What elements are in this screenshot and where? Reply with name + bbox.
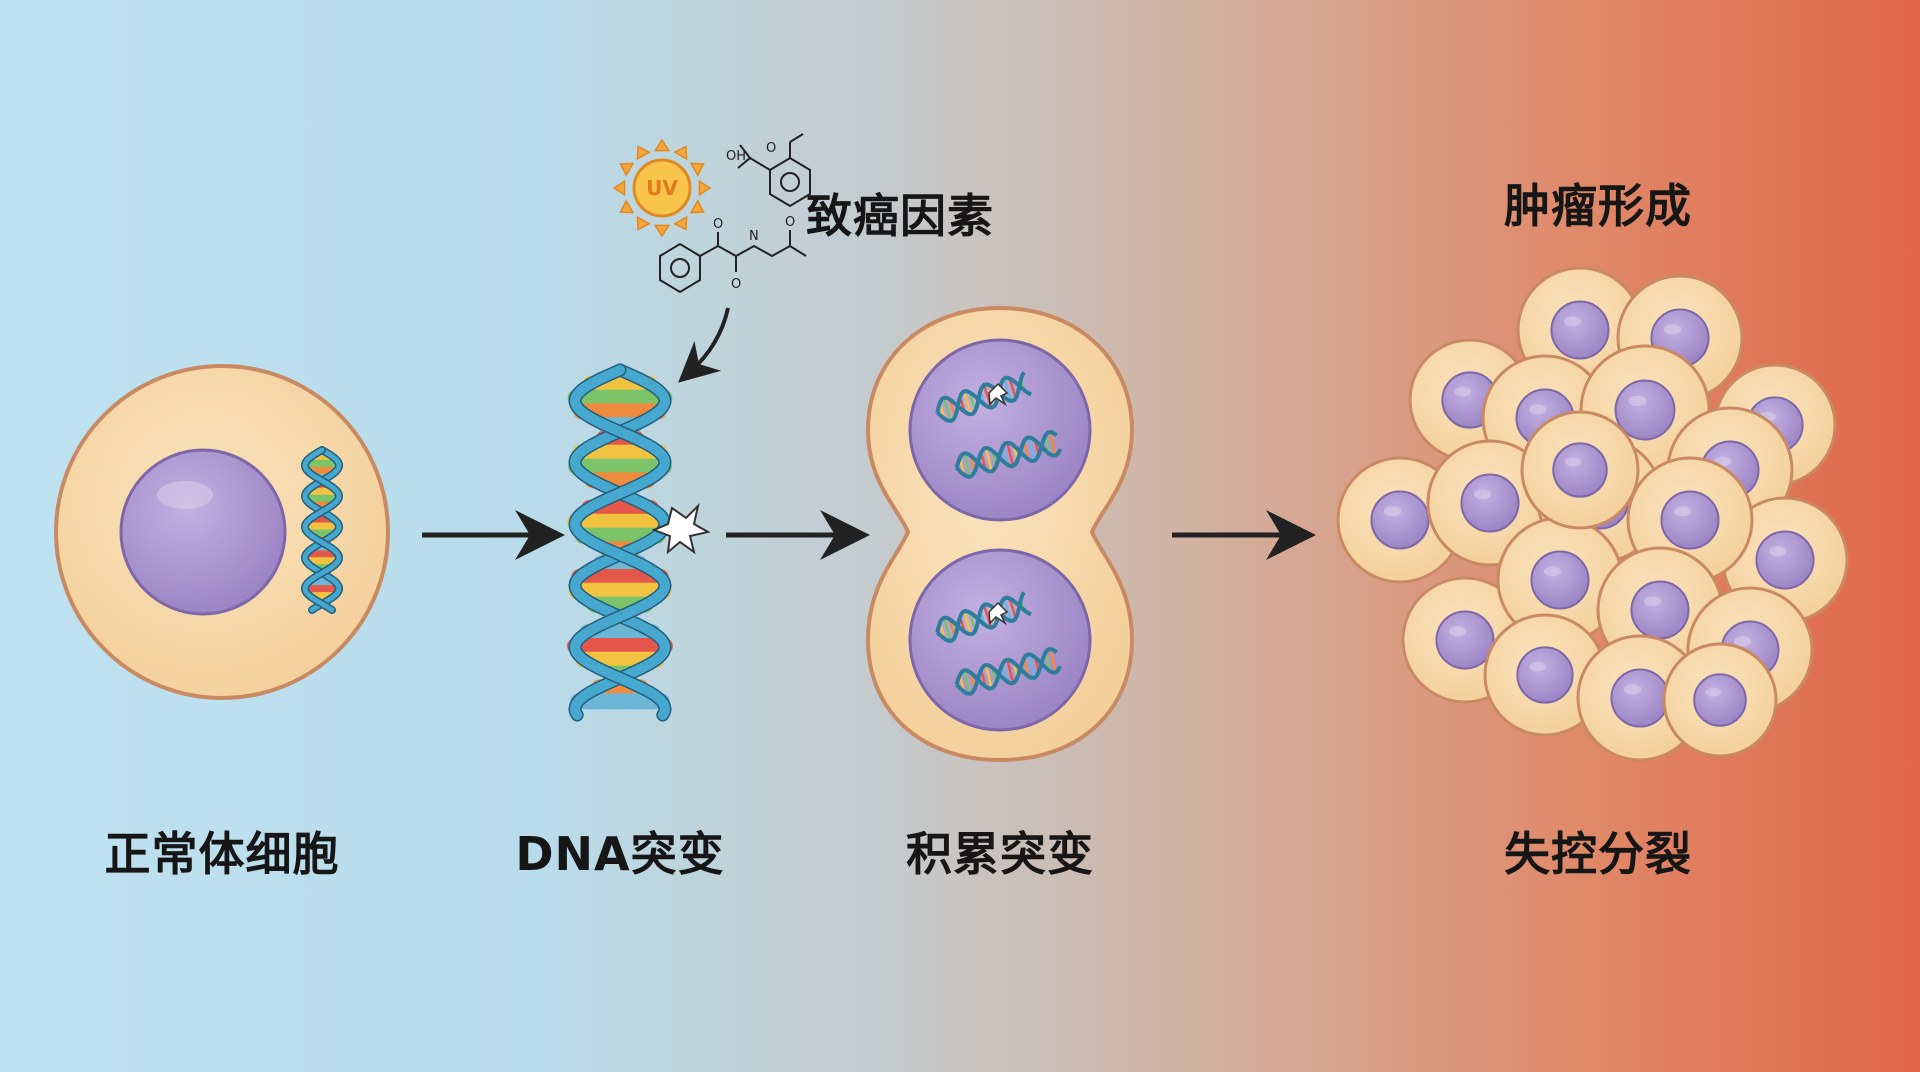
svg-text:O: O: [766, 141, 776, 156]
carcinogen-label: 致癌因素: [806, 189, 994, 243]
stage-label-accumulate: 积累突变: [906, 827, 1094, 881]
dividing-cell: [865, 305, 1135, 763]
svg-text:O: O: [713, 217, 723, 232]
chemical-labels-bottom: O O N O: [713, 215, 795, 292]
tumor-heading: 肿瘤形成: [1504, 179, 1692, 233]
chemical-labels-top: OH O: [726, 141, 776, 164]
carcinogen-arrow-icon: [678, 307, 730, 383]
carcinogen-group: UV OH O O O N O: [612, 133, 811, 383]
svg-text:OH: OH: [726, 149, 746, 164]
chemical-structure-top: [737, 133, 811, 208]
sun-icon: UV: [612, 138, 712, 238]
mutation-burst-icon: [651, 502, 711, 555]
svg-text:O: O: [731, 277, 741, 292]
stage-label-mutation: DNA突变: [515, 827, 725, 881]
normal-cell: [54, 364, 390, 700]
small-dna-helix: [300, 446, 344, 614]
stage-label-normal: 正常体细胞: [104, 827, 340, 881]
svg-text:UV: UV: [646, 176, 678, 200]
tumor-cluster: [1336, 266, 1849, 762]
chemical-structure-bottom: [659, 230, 807, 294]
stage-label-uncontrolled: 失控分裂: [1504, 827, 1692, 881]
svg-text:O: O: [785, 215, 795, 230]
mutated-dna-helix: [567, 363, 673, 722]
svg-text:N: N: [749, 229, 759, 244]
